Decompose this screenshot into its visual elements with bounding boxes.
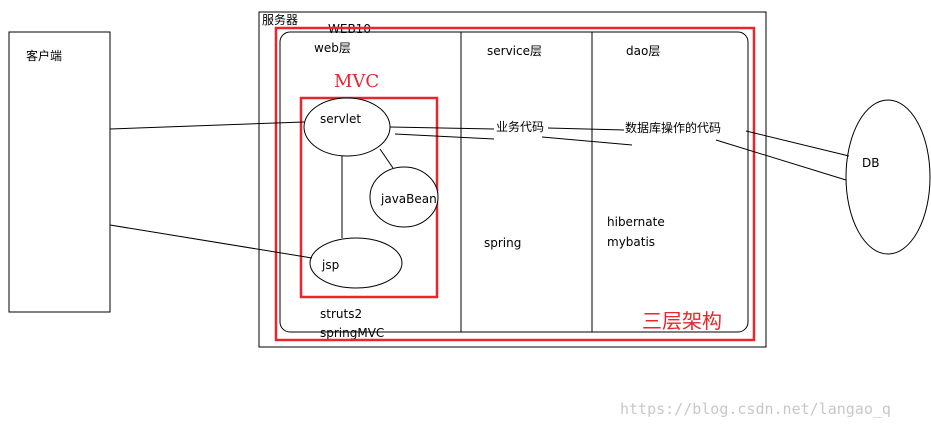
springmvc-label: springMVC	[320, 326, 384, 340]
web-layer-label: web层	[314, 41, 351, 55]
servlet-javabean-connector	[379, 148, 394, 169]
service-dao-link-lower	[541, 136, 633, 146]
server-box	[258, 11, 767, 348]
service-dao-link-upper	[547, 127, 625, 131]
mybatis-label: mybatis	[607, 235, 655, 249]
spring-label: spring	[484, 236, 521, 250]
mvc-label: MVC	[334, 71, 379, 92]
db-node	[845, 99, 931, 255]
javabean-node	[369, 166, 439, 228]
db-label: DB	[862, 156, 879, 170]
business-code-label: 业务代码	[496, 119, 544, 134]
hibernate-label: hibernate	[607, 215, 665, 229]
servlet-label: servlet	[320, 112, 361, 126]
dao-db-link-upper	[745, 130, 850, 157]
server-label: 服务器	[262, 12, 298, 27]
client-box	[8, 31, 111, 313]
jsp-node	[309, 237, 403, 289]
three-tier-highlight-box	[274, 26, 756, 342]
client-servlet-link	[109, 121, 305, 130]
service-layer-label: service层	[487, 44, 542, 58]
jsp-label: jsp	[321, 258, 339, 272]
db-code-label: 数据库操作的代码	[625, 120, 721, 135]
client-label: 客户端	[26, 48, 62, 63]
dao-db-link-lower	[715, 139, 847, 181]
servlet-service-link-upper	[389, 126, 495, 130]
three-tier-label: 三层架构	[642, 309, 722, 333]
app-container-box	[279, 31, 749, 333]
javabean-label: javaBean	[380, 192, 437, 206]
dao-layer-label: dao层	[626, 44, 660, 58]
client-jsp-link	[109, 224, 313, 259]
servlet-node	[303, 97, 391, 157]
servlet-service-link-lower	[394, 133, 495, 140]
struts2-label: struts2	[320, 307, 362, 321]
watermark-text: https://blog.csdn.net/langao_q	[620, 400, 891, 418]
